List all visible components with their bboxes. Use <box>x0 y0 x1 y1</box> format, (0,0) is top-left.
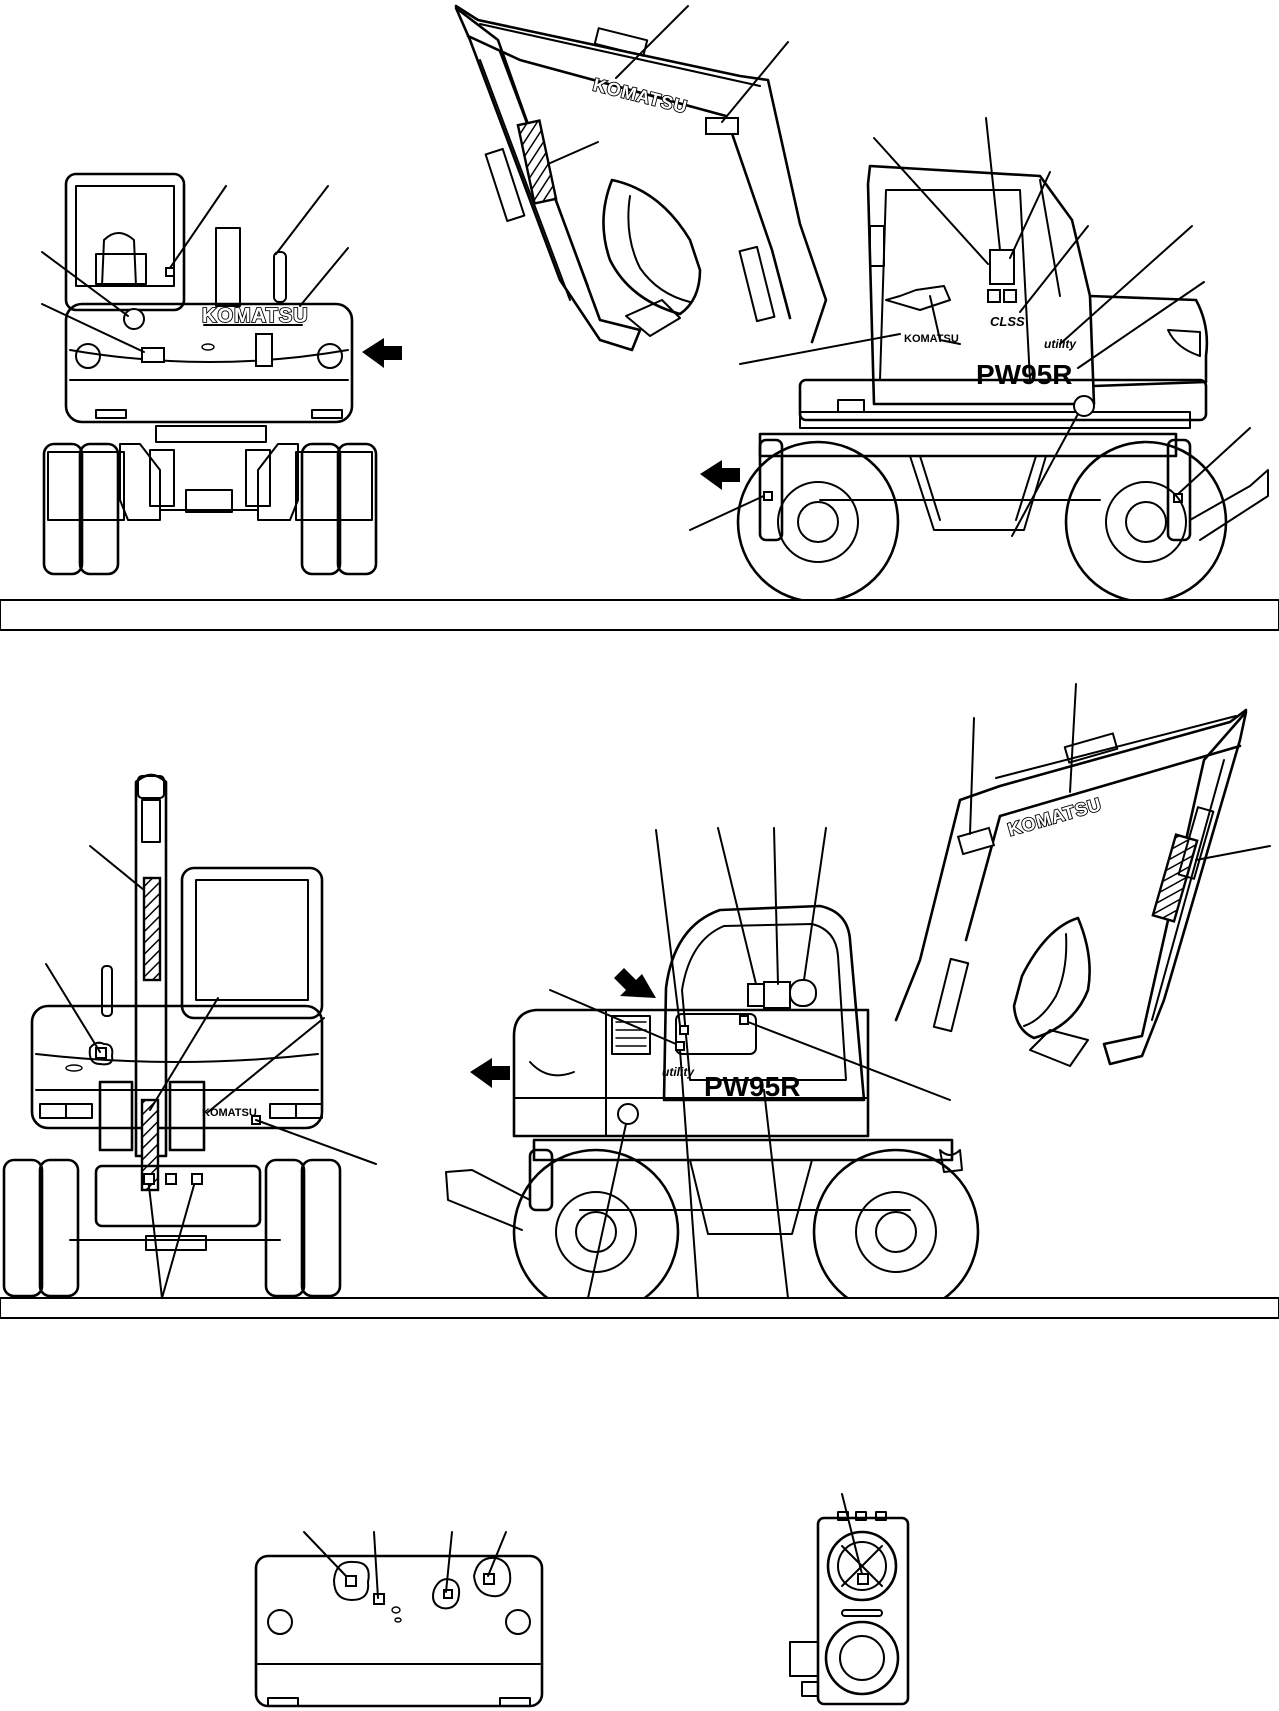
hatched-stripe-icon <box>516 119 558 205</box>
round-decal-icon <box>123 308 145 330</box>
top-counterweight-view <box>254 1531 544 1708</box>
front-brand-label: KOMATSU <box>202 305 309 327</box>
cab-badge-label: CLSS <box>990 314 1025 329</box>
detail-tank-view <box>789 1493 910 1706</box>
rear-brand-label: KOMATSU <box>202 1107 257 1119</box>
arrow-right-icon <box>362 338 402 368</box>
arrow-right-icon <box>470 1058 510 1088</box>
front-view: KOMATSU <box>41 172 402 576</box>
cab-brand-label: KOMATSU <box>904 333 959 345</box>
square-decal-icon <box>141 347 165 363</box>
arrow-right-icon <box>700 460 740 490</box>
right-side-view: KOMATSU utility PW95R <box>0 683 1279 1319</box>
boom-brand-label: KOMATSU <box>591 74 690 117</box>
left-side-view: KOMATSU KOMATSU CLSS utility PW95R <box>0 4 1279 631</box>
right-utility-badge-label: utility <box>662 1065 695 1079</box>
arrow-down-right-icon <box>614 968 656 998</box>
right-model-label: PW95R <box>704 1071 800 1102</box>
side-model-label: PW95R <box>976 359 1072 390</box>
rear-view: KOMATSU <box>2 773 377 1299</box>
